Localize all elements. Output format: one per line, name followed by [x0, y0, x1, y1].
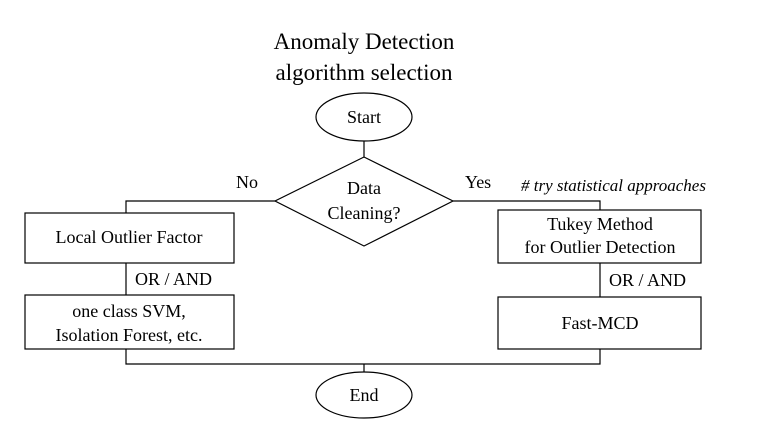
fast-mcd-box: [497, 296, 702, 350]
local-outlier-factor-label: Local Outlier Factor: [56, 227, 203, 247]
title-line-2: algorithm selection: [276, 60, 453, 85]
right-or-and-label: OR / AND: [609, 270, 686, 290]
yes-label: Yes: [465, 172, 491, 192]
start-terminal: [315, 92, 413, 142]
decision-label-line-1: Data: [347, 178, 381, 198]
local-outlier-factor-box: [24, 212, 235, 264]
one-class-svm-label-line-2: Isolation Forest, etc.: [56, 325, 203, 345]
no-label: No: [236, 172, 258, 192]
connectors: [125, 141, 601, 372]
right-to-merge-line: [364, 349, 601, 365]
tukey-label-line-1: Tukey Method: [547, 214, 653, 234]
fast-mcd-label: Fast-MCD: [561, 313, 638, 333]
left-to-merge-line: [125, 349, 364, 365]
end-label: End: [350, 385, 379, 405]
tukey-label-line-2: for Outlier Detection: [525, 237, 676, 257]
data-cleaning-decision: [273, 156, 455, 247]
one-class-svm-box: [24, 294, 235, 350]
tukey-method-box: [497, 209, 702, 264]
decision-label-line-2: Cleaning?: [328, 203, 401, 223]
left-or-and-label: OR / AND: [135, 269, 212, 289]
statistical-approaches-comment: # try statistical approaches: [521, 176, 706, 195]
title-line-1: Anomaly Detection: [274, 29, 455, 54]
start-label: Start: [347, 107, 381, 127]
yes-branch-line: [453, 200, 601, 210]
no-branch-line: [125, 200, 275, 213]
end-terminal: [315, 371, 413, 419]
one-class-svm-label-line-1: one class SVM,: [72, 301, 186, 321]
